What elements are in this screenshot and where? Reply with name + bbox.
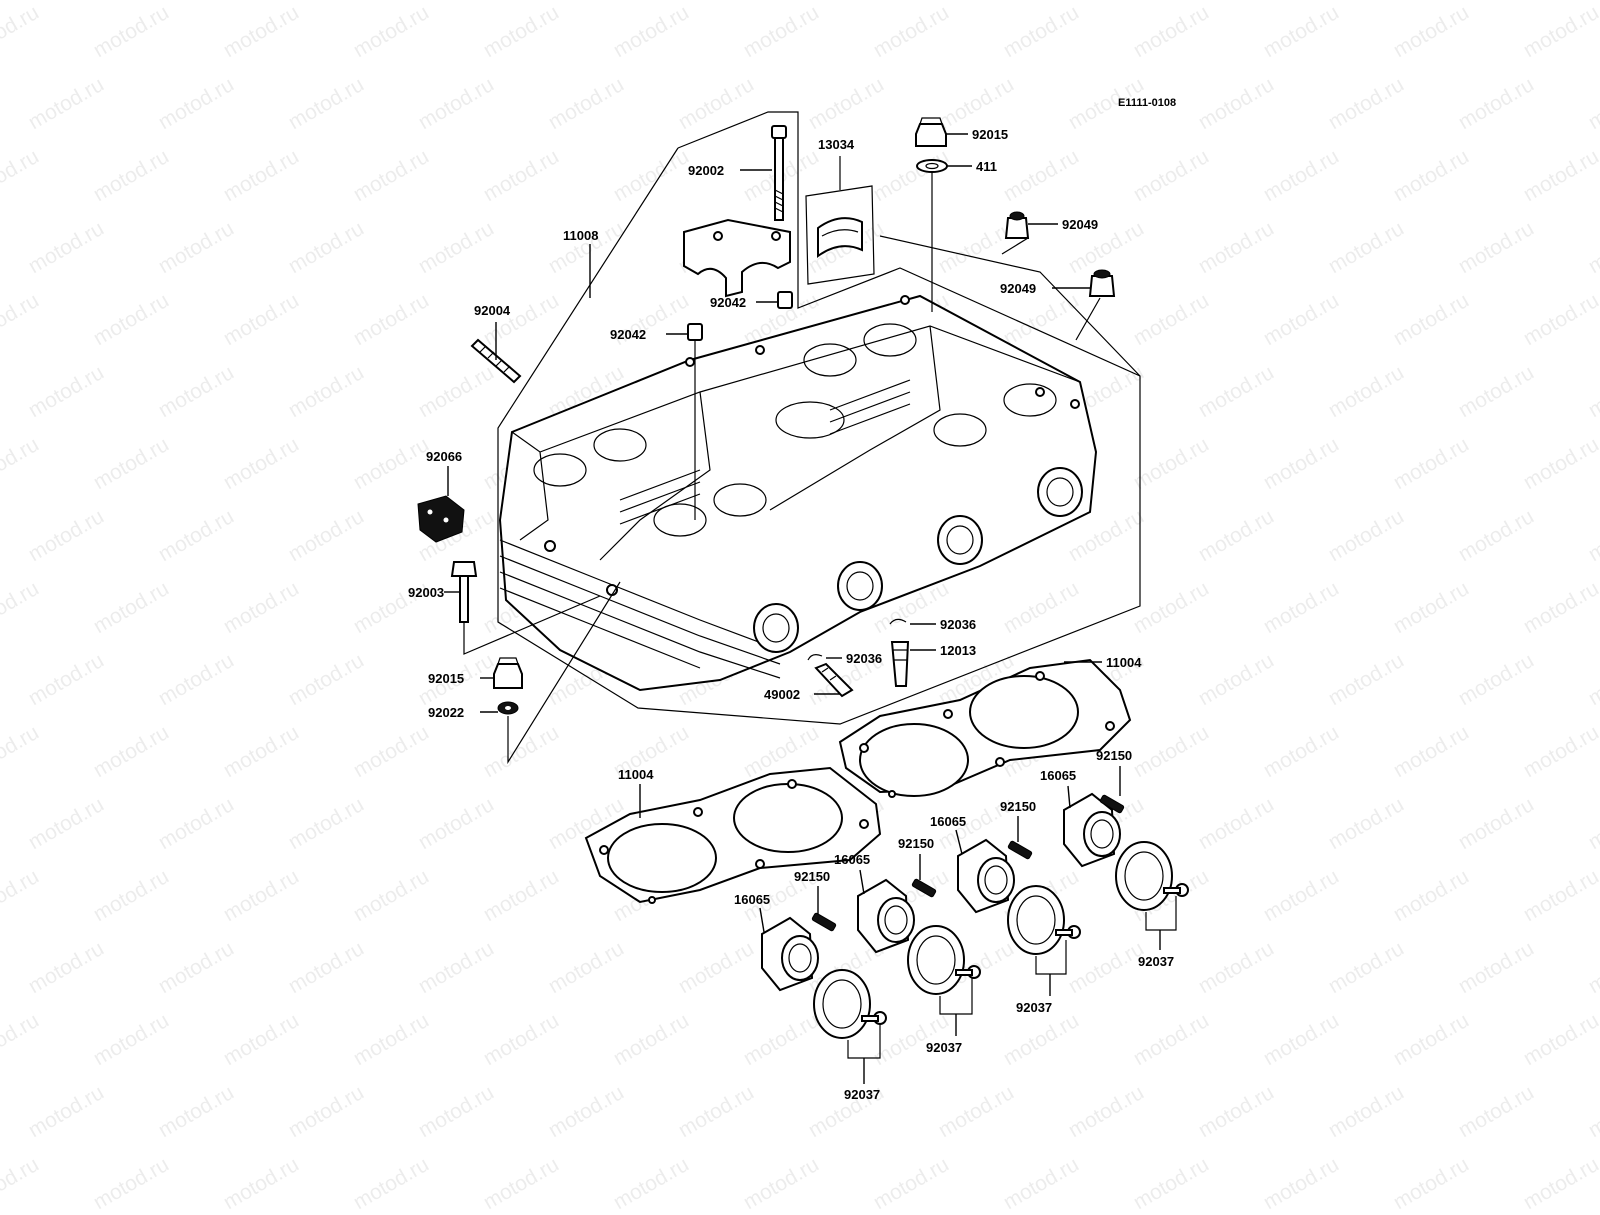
screw-92150-3 [1007, 840, 1033, 860]
label-49002: 49002 [764, 687, 800, 702]
clamp-1 [813, 969, 871, 1039]
label-13034: 13034 [818, 137, 855, 152]
washer-411 [916, 159, 948, 173]
label-16065-3: 16065 [930, 814, 966, 829]
label-92015-top: 92015 [972, 127, 1008, 142]
label-92049-a: 92049 [1062, 217, 1098, 232]
valve-seal-b [1088, 269, 1116, 297]
label-92003: 92003 [408, 585, 444, 600]
label-92036-upper: 92036 [940, 617, 976, 632]
carb-holder-2 [857, 878, 915, 954]
head-gasket-rear [838, 658, 1132, 798]
label-92037-2: 92037 [926, 1040, 962, 1055]
label-92042-lower: 92042 [610, 327, 646, 342]
head-assembly-outline [497, 111, 1141, 725]
cap-nut-top [915, 117, 947, 147]
carb-holder-4 [1063, 792, 1121, 868]
carb-holder-1 [761, 916, 819, 992]
label-11004-rear: 11004 [1106, 655, 1142, 670]
label-11004-front: 11004 [618, 767, 654, 782]
rubber-plug-92066 [417, 495, 465, 543]
washer-92022 [497, 701, 519, 715]
label-92015-bottom: 92015 [428, 671, 464, 686]
cylinder-head [498, 294, 1098, 692]
screw-92037-2 [955, 965, 981, 979]
label-16065-2: 16065 [834, 852, 870, 867]
label-92002: 92002 [688, 163, 724, 178]
label-92037-3: 92037 [1016, 1000, 1052, 1015]
clamp-4 [1115, 841, 1173, 911]
clip-92036-lower [807, 654, 823, 661]
bolt-92002 [771, 125, 787, 221]
label-92004: 92004 [474, 303, 511, 318]
stud-92004 [470, 338, 522, 384]
label-16065-4: 16065 [1040, 768, 1076, 783]
screw-92037-4 [1163, 883, 1189, 897]
diagram-reference-code: E1111-0108 [1118, 97, 1176, 109]
label-11008: 11008 [563, 228, 598, 243]
cam-bearing-box [805, 185, 875, 285]
label-92066: 92066 [426, 449, 462, 464]
head-gasket-front [584, 766, 882, 904]
cam-cap [683, 218, 791, 298]
clip-92036-upper [889, 618, 907, 625]
dowel-pin-lower [687, 323, 703, 341]
label-92150-4: 92150 [1096, 748, 1132, 763]
label-92049-b: 92049 [1000, 281, 1036, 296]
screw-92150-4 [1099, 794, 1125, 814]
bolt-92003 [450, 561, 478, 623]
screw-92150-1 [811, 912, 837, 932]
label-12013: 12013 [940, 643, 976, 658]
carb-holder-3 [957, 838, 1015, 914]
label-92022: 92022 [428, 705, 464, 720]
label-16065-1: 16065 [734, 892, 770, 907]
cam-cap-group-outline [879, 235, 1141, 377]
screw-92150-2 [911, 878, 937, 898]
label-92037-1: 92037 [844, 1087, 880, 1102]
label-92150-3: 92150 [1000, 799, 1036, 814]
screw-92037-3 [1055, 925, 1081, 939]
label-92042-upper: 92042 [710, 295, 746, 310]
nipple-49002 [814, 662, 854, 698]
label-411: 411 [976, 159, 997, 174]
cap-nut-bottom [493, 657, 523, 689]
label-92150-1: 92150 [794, 869, 830, 884]
clamp-2 [907, 925, 965, 995]
dowel-pin-upper [777, 291, 793, 309]
label-92037-4: 92037 [1138, 954, 1174, 969]
label-92150-2: 92150 [898, 836, 934, 851]
valve-guide-12013 [890, 641, 910, 687]
valve-seal-a [1004, 211, 1030, 239]
label-92036-lower: 92036 [846, 651, 882, 666]
clamp-3 [1007, 885, 1065, 955]
